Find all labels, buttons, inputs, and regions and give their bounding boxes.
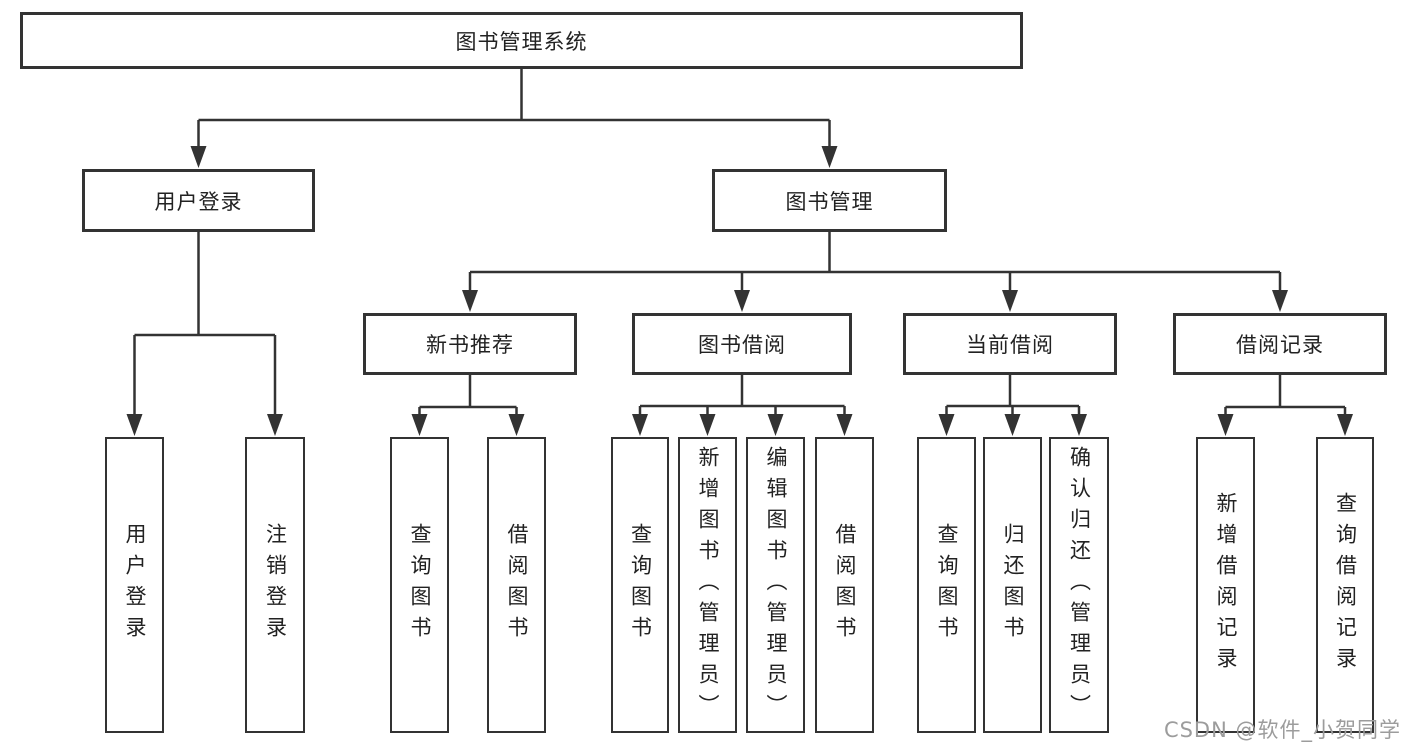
- arrowheads: [126, 146, 1353, 436]
- leaf-user-login: 用户登录: [105, 437, 164, 733]
- leaf-edit-books-admin: 编辑图书（管理员）: [746, 437, 805, 733]
- leaf-label: 借阅图书: [505, 523, 529, 647]
- node-label: 当前借阅: [966, 333, 1054, 357]
- node-book-borrow: 图书借阅: [632, 313, 852, 375]
- leaf-logout: 注销登录: [245, 437, 305, 733]
- leaf-label: 查询借阅记录: [1333, 492, 1358, 678]
- node-label: 图书管理系统: [455, 29, 588, 54]
- node-label: 用户登录: [154, 189, 243, 214]
- leaf-borrow-books: 借阅图书: [815, 437, 874, 733]
- leaf-query-borrow-record: 查询借阅记录: [1316, 437, 1374, 733]
- leaf-query-books-borrow: 查询图书: [611, 437, 669, 733]
- leaf-borrow-books-recommend: 借阅图书: [487, 437, 546, 733]
- node-label: 新书推荐: [426, 333, 514, 357]
- leaf-query-books-recommend: 查询图书: [390, 437, 449, 733]
- node-book-management: 图书管理: [712, 169, 947, 232]
- node-root-library-system: 图书管理系统: [20, 12, 1023, 69]
- leaf-return-books: 归还图书: [983, 437, 1042, 733]
- node-user-login: 用户登录: [82, 169, 315, 232]
- node-borrow-records: 借阅记录: [1173, 313, 1387, 375]
- leaf-confirm-return-admin: 确认归还（管理员）: [1049, 437, 1109, 733]
- leaf-label: 借阅图书: [833, 523, 857, 647]
- leaf-add-borrow-record: 新增借阅记录: [1196, 437, 1255, 733]
- leaf-label: 新增图书（管理员）: [696, 445, 720, 725]
- leaf-label: 确认归还（管理员）: [1067, 445, 1092, 725]
- leaf-label: 查询图书: [935, 523, 959, 647]
- leaf-label: 查询图书: [628, 523, 653, 647]
- leaf-add-books-admin: 新增图书（管理员）: [678, 437, 737, 733]
- node-new-book-recommend: 新书推荐: [363, 313, 577, 375]
- leaf-label: 新增借阅记录: [1214, 492, 1238, 678]
- node-label: 图书管理: [785, 189, 874, 214]
- leaf-label: 编辑图书（管理员）: [764, 445, 788, 725]
- leaf-label: 查询图书: [408, 523, 432, 647]
- csdn-watermark: CSDN @软件_小贺同学: [1163, 718, 1401, 742]
- leaf-query-books-current: 查询图书: [917, 437, 976, 733]
- node-label: 图书借阅: [698, 333, 786, 357]
- leaf-label: 注销登录: [263, 523, 288, 647]
- node-current-borrow: 当前借阅: [903, 313, 1117, 375]
- leaf-label: 用户登录: [123, 523, 147, 647]
- leaf-label: 归还图书: [1001, 523, 1025, 647]
- node-label: 借阅记录: [1236, 333, 1324, 357]
